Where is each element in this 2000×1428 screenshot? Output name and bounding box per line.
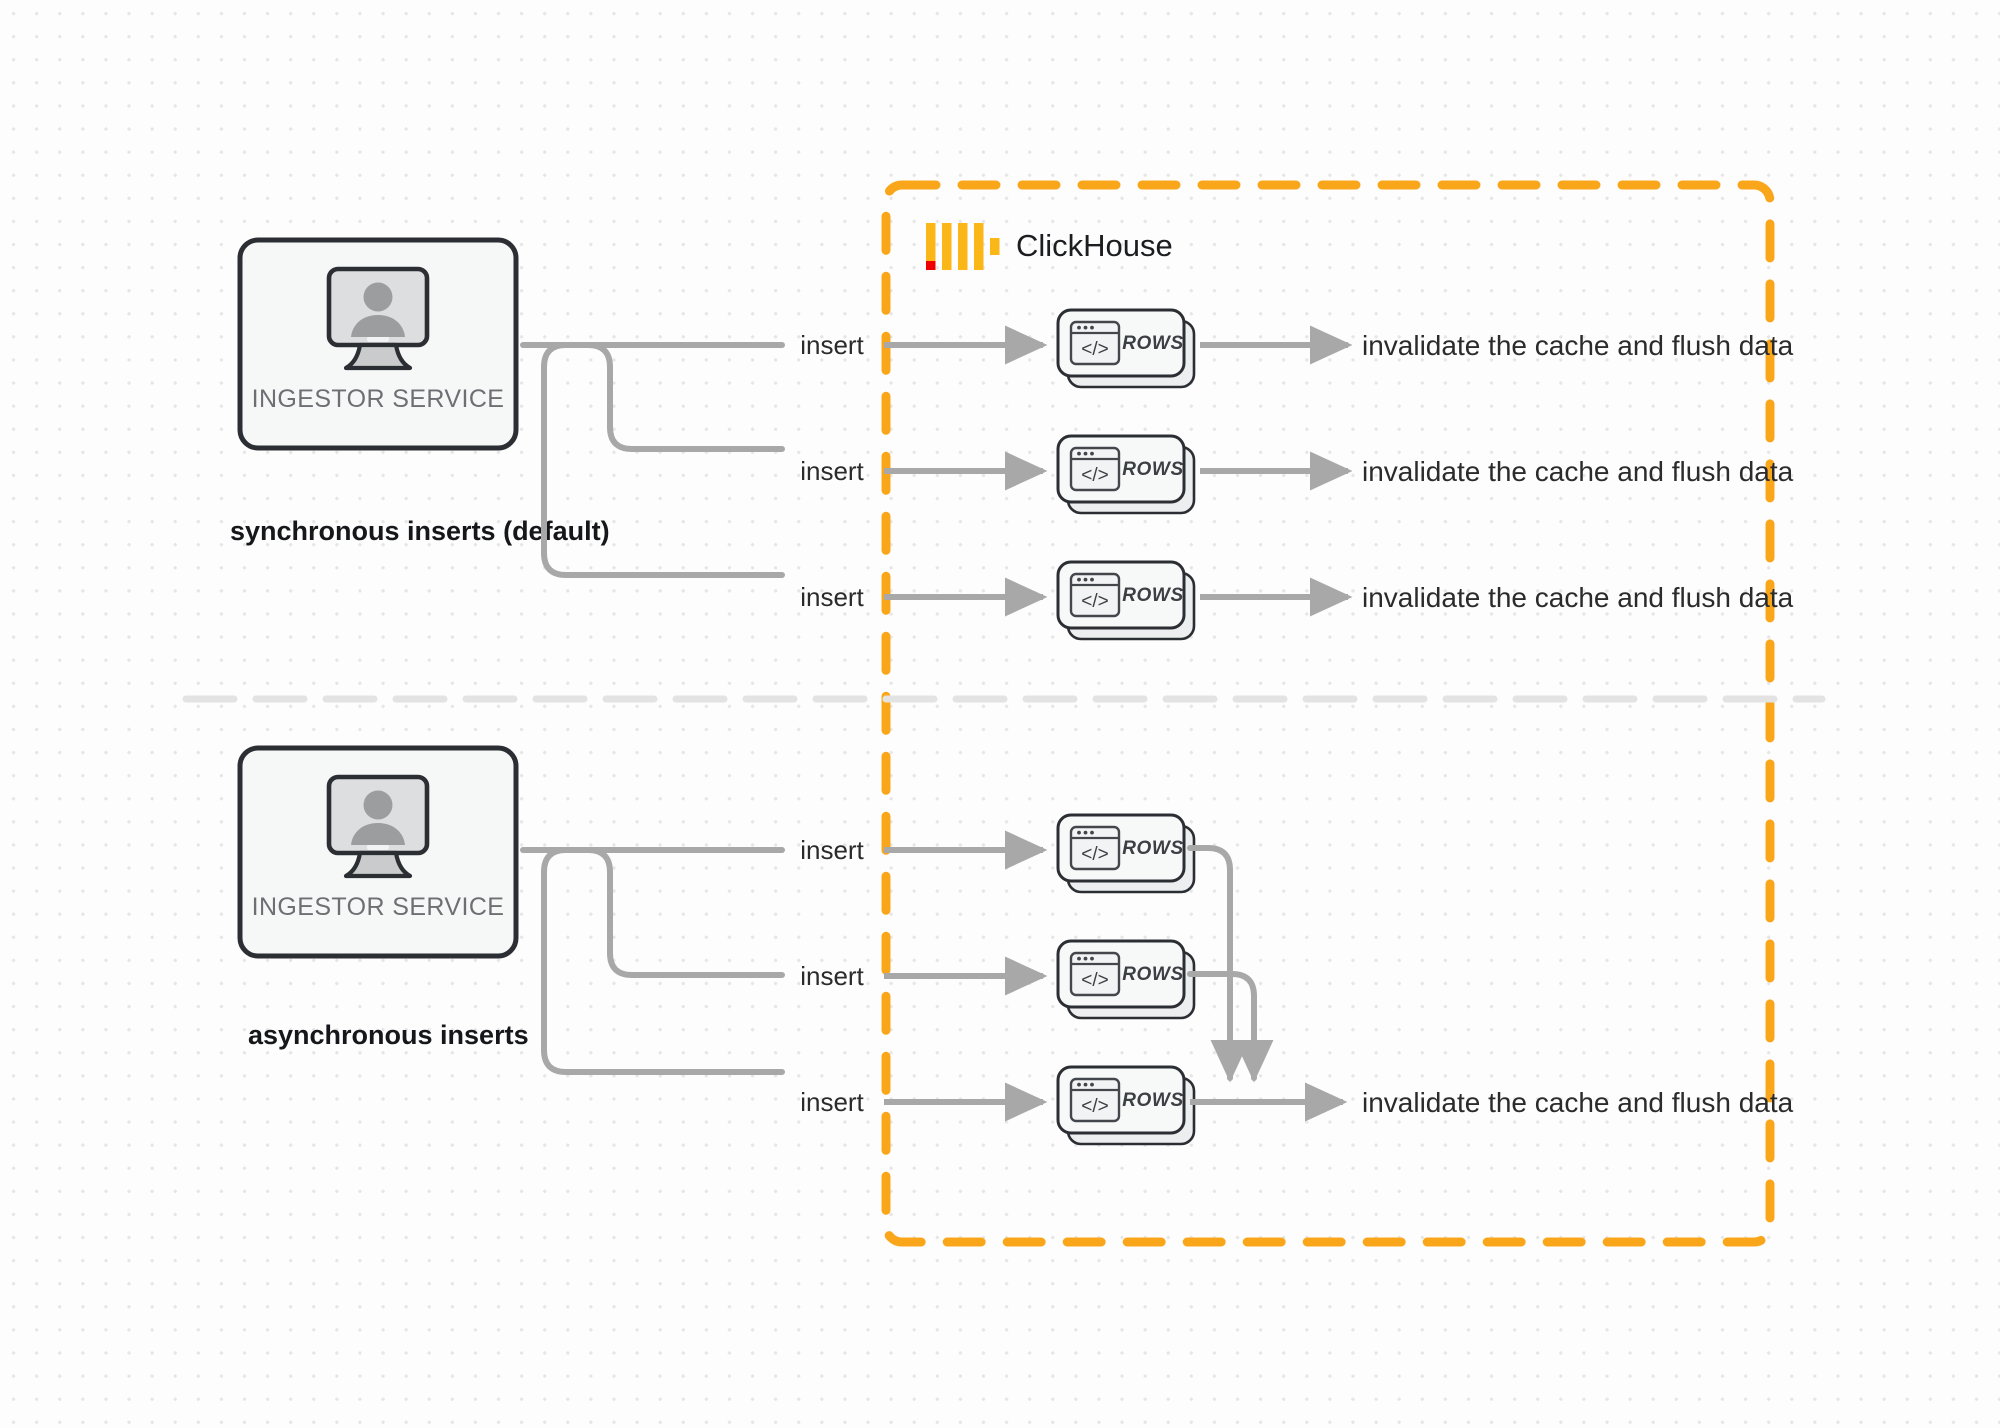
ingestor-service-label-sync: INGESTOR SERVICE [252, 385, 505, 413]
section-asynchronous: INGESTOR SERVICE asynchronous inserts in… [240, 748, 1794, 1146]
edge-label-insert-async-1: insert [800, 835, 864, 865]
result-label-sync-2: invalidate the cache and flush data [1362, 456, 1794, 487]
connector-async-2 [585, 847, 785, 978]
rows-node-label-sync-3: ROWS [1122, 585, 1184, 606]
result-label-async: invalidate the cache and flush data [1362, 1087, 1794, 1118]
edge-label-insert-async-2: insert [800, 961, 864, 991]
rows-node-async-3[interactable]: ROWS [1056, 1065, 1196, 1146]
result-label-sync-3: invalidate the cache and flush data [1362, 582, 1794, 613]
rows-node-label-async-1: ROWS [1122, 838, 1184, 859]
connector-async-3 [541, 847, 785, 1075]
rows-node-label-sync-2: ROWS [1122, 459, 1184, 480]
edge-label-insert-async-3: insert [800, 1087, 864, 1117]
ingestor-service-node-async[interactable] [240, 748, 516, 956]
edge-label-insert-sync-3: insert [800, 582, 864, 612]
section-caption-synchronous: synchronous inserts (default) [230, 516, 610, 546]
rows-node-sync-1[interactable]: ROWS [1056, 308, 1196, 389]
edge-label-insert-sync-2: insert [800, 456, 864, 486]
clickhouse-logo [926, 223, 1000, 270]
connector-sync-2 [585, 342, 785, 452]
connector-group-async [520, 847, 785, 1075]
rows-node-async-2[interactable]: ROWS [1056, 939, 1196, 1020]
ingestor-service-label-async: INGESTOR SERVICE [252, 893, 505, 921]
clickhouse-brand-label: ClickHouse [1016, 228, 1173, 263]
merge-arrow-async-1 [1187, 845, 1250, 1083]
result-label-sync-1: invalidate the cache and flush data [1362, 330, 1794, 361]
merge-connectors-async [1187, 845, 1274, 1083]
section-caption-asynchronous: asynchronous inserts [248, 1020, 529, 1050]
rows-node-sync-2[interactable]: ROWS [1056, 434, 1196, 515]
rows-node-sync-3[interactable]: ROWS [1056, 560, 1196, 641]
merge-arrow-async-2 [1187, 971, 1274, 1083]
connector-sync-3 [541, 342, 785, 578]
rows-node-label-async-3: ROWS [1122, 1090, 1184, 1111]
rows-node-label-async-2: ROWS [1122, 964, 1184, 985]
rows-node-async-1[interactable]: ROWS [1056, 813, 1196, 894]
rows-node-label-sync-1: ROWS [1122, 333, 1184, 354]
edge-label-insert-sync-1: insert [800, 330, 864, 360]
ingestor-service-node-sync[interactable] [240, 240, 516, 448]
connector-group-sync [520, 342, 785, 578]
section-synchronous: INGESTOR SERVICE synchronous inserts (de… [230, 240, 1794, 641]
clickhouse-boundary [881, 180, 1775, 1247]
